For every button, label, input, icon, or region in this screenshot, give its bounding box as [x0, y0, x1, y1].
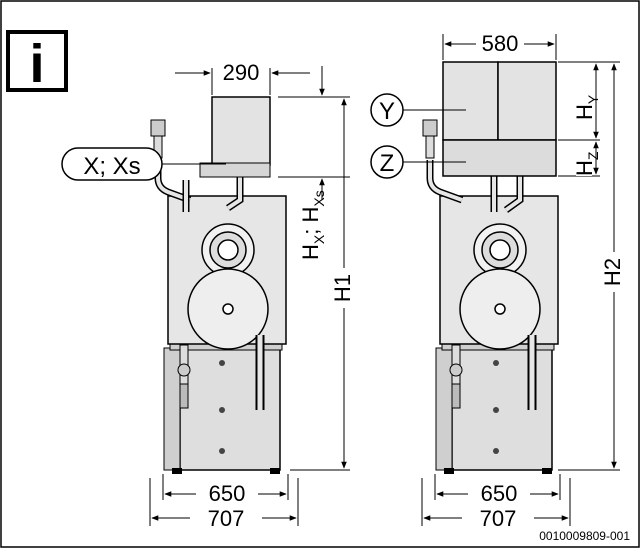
svg-text:i: i: [29, 34, 44, 94]
svg-text:X; Xs: X; Xs: [83, 153, 140, 180]
reference-code: 0010009809-001: [539, 529, 630, 543]
right-module-z: [442, 139, 557, 177]
info-icon: i: [6, 30, 68, 94]
right-module-y-right: [497, 61, 557, 141]
svg-text:HZ: HZ: [572, 151, 601, 176]
svg-text:650: 650: [481, 481, 518, 506]
right-dimensions: 580 H2 HY HZ Y Z 650 707: [370, 31, 625, 531]
svg-text:290: 290: [223, 60, 260, 85]
left-unit: [150, 96, 287, 474]
svg-text:Y: Y: [379, 98, 395, 125]
svg-text:707: 707: [480, 506, 517, 531]
right-module-y-left: [442, 61, 499, 141]
svg-text:H1: H1: [330, 274, 355, 302]
left-base-box: [179, 347, 281, 471]
svg-text:580: 580: [482, 31, 519, 56]
left-dimensions: 290 H1 HX; HXs X; Xs 650 707: [61, 60, 355, 531]
svg-text:HX; HXs: HX; HXs: [298, 190, 327, 260]
svg-text:HY: HY: [572, 94, 601, 120]
svg-text:650: 650: [209, 481, 246, 506]
right-unit: [422, 61, 559, 474]
svg-text:H2: H2: [600, 258, 625, 286]
svg-text:707: 707: [208, 506, 245, 531]
svg-text:Z: Z: [380, 150, 395, 177]
right-base-box: [451, 347, 553, 471]
left-top-module: [211, 96, 271, 166]
